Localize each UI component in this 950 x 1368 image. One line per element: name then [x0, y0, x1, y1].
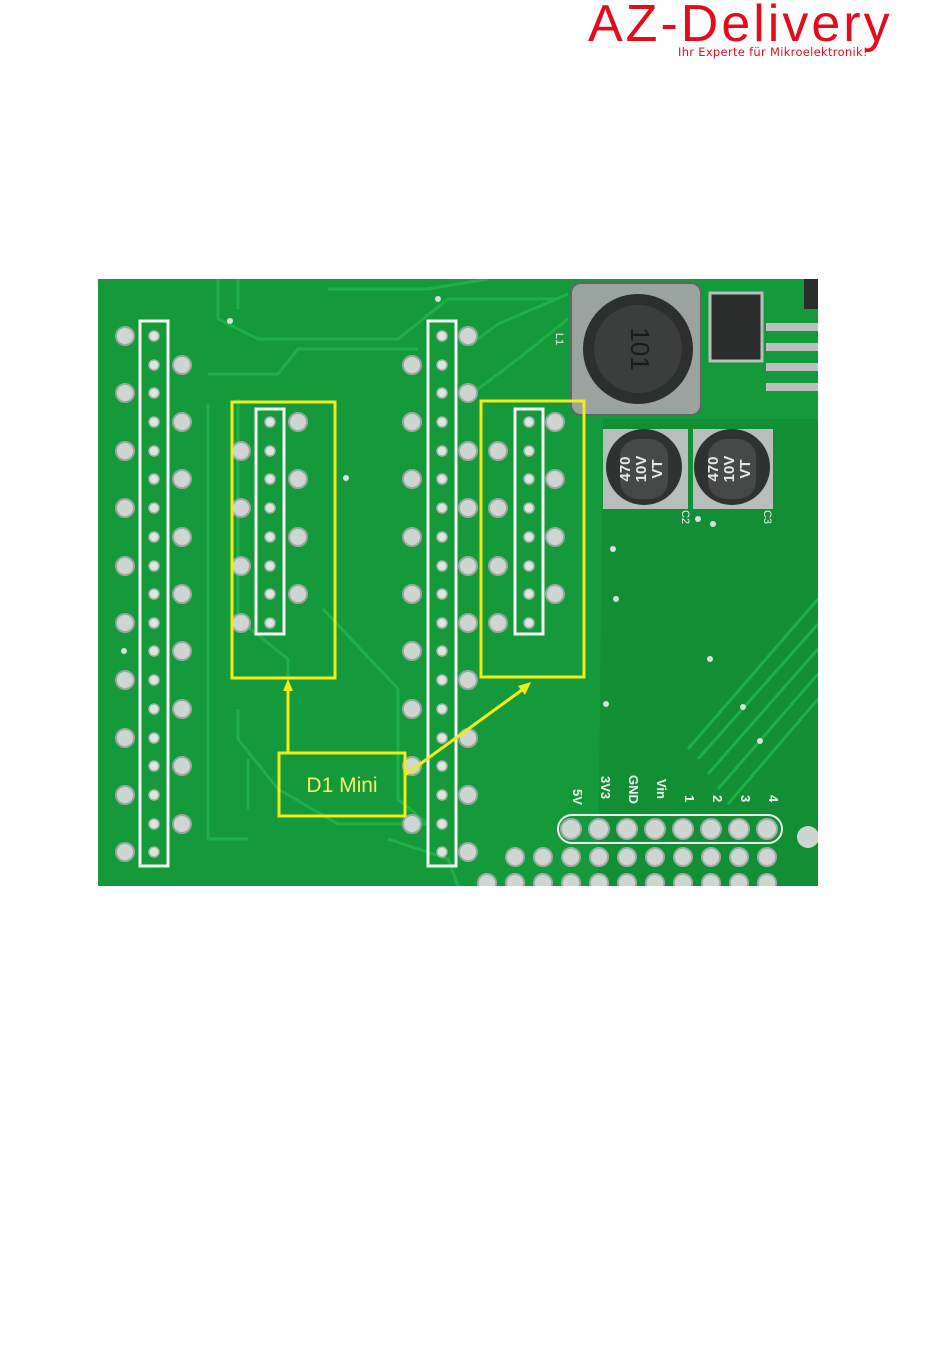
- pin-label-3: 3: [738, 795, 753, 802]
- cap-c2-voltage: 10V: [633, 456, 650, 483]
- pin-label-vin: Vin: [654, 779, 669, 799]
- brand-name: AZ-Delivery: [588, 0, 893, 50]
- pcb-photo: 101 L1 470 10V VT C2 470 10V VT C3 5V 3V…: [98, 279, 818, 886]
- cap-c2-value: 470: [617, 456, 634, 481]
- pin-label-4: 4: [766, 795, 781, 803]
- inductor-marking: 101: [625, 327, 655, 370]
- inductor-l1: 101 L1: [553, 283, 701, 415]
- inductor-ref: L1: [553, 333, 565, 345]
- cap-c2-ref: C2: [679, 510, 691, 524]
- pin-label-1: 1: [682, 795, 697, 802]
- pin-label-2: 2: [710, 795, 725, 802]
- brand-tagline: Ihr Experte für Mikroelektronik!: [678, 45, 868, 59]
- pin-label-gnd: GND: [626, 775, 641, 804]
- pin-label-3v3: 3V3: [598, 776, 613, 799]
- mounting-pad: [797, 826, 818, 848]
- cap-c2-code: VT: [649, 459, 666, 478]
- callout-label: D1 Mini: [306, 774, 377, 797]
- cap-c3-code: VT: [737, 459, 754, 478]
- pin-label-5v: 5V: [570, 789, 585, 805]
- brand-logo: AZ-Delivery Ihr Experte für Mikroelektro…: [588, 4, 928, 62]
- diode: [710, 293, 762, 361]
- cap-c3-ref: C3: [761, 510, 773, 524]
- cap-c3-value: 470: [705, 456, 722, 481]
- cap-c3-voltage: 10V: [721, 456, 738, 483]
